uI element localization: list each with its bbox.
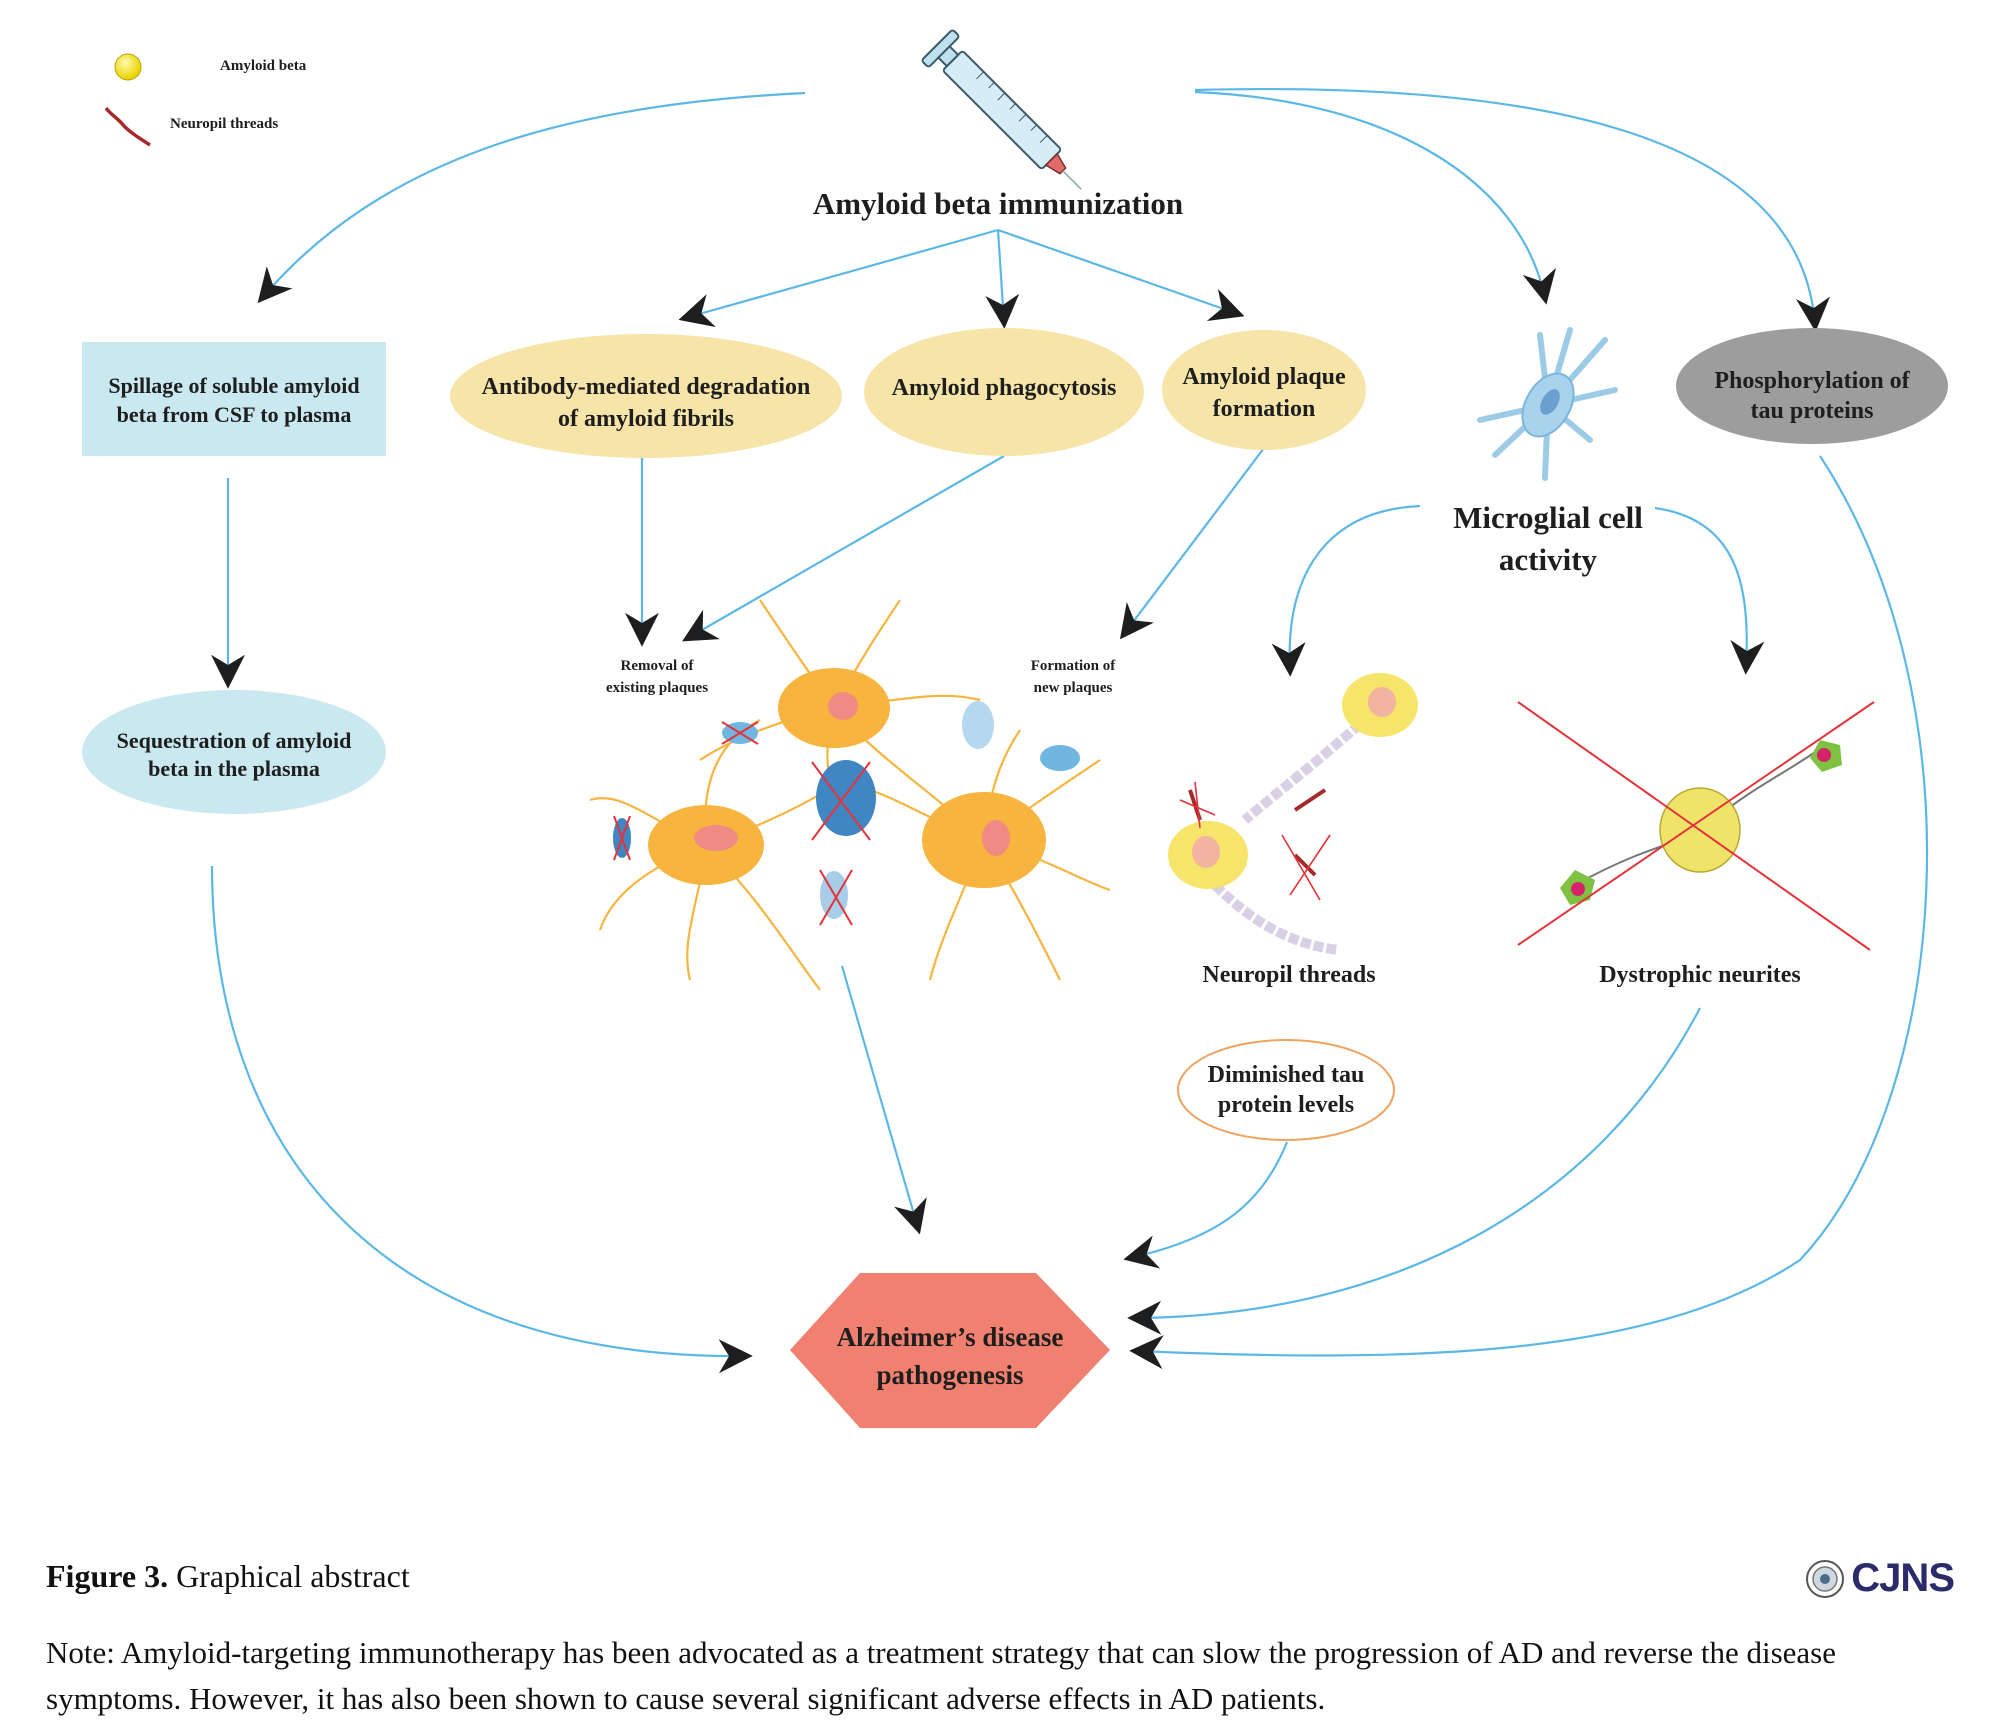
figure-note: Note: Amyloid-targeting immunotherapy ha…	[46, 1635, 1836, 1716]
legend: Amyloid beta Neuropil threads	[104, 53, 307, 147]
arrow-microglia-to-neuropil	[1271, 504, 1421, 677]
ad-pathogenesis-line-2: pathogenesis	[876, 1360, 1023, 1390]
phagocytosis-ellipse: Amyloid phagocytosis	[864, 328, 1144, 456]
microglia-icon	[1477, 327, 1618, 481]
diminished-tau-ellipse: Diminished tau protein levels	[1177, 1039, 1395, 1141]
arrow-to-plaque-formation	[997, 228, 1245, 322]
dystrophic-neurites-illustration	[1517, 701, 1875, 951]
red-thread-icon	[104, 106, 151, 147]
phosphorylation-line-2: tau proteins	[1751, 398, 1874, 424]
arrow-sequestration-to-ad	[210, 865, 753, 1374]
arrow-diminished-tau-to-ad	[1123, 1141, 1289, 1269]
neuron-dendrites	[589, 599, 1111, 991]
plaque-new-1	[962, 701, 994, 749]
ad-pathogenesis-hexagon: Alzheimer’s disease pathogenesis	[790, 1273, 1110, 1428]
legend-label-amyloid-beta: Amyloid beta	[220, 58, 307, 74]
phagocytosis-line-1: Amyloid phagocytosis	[892, 375, 1117, 401]
logo-text: CJNS	[1851, 1556, 1955, 1600]
neuropil-threads-illustration	[1168, 673, 1418, 955]
plaque-formation-ellipse: Amyloid plaque formation	[1162, 330, 1366, 450]
arrows	[210, 87, 1929, 1374]
syringe-icon	[921, 29, 1082, 190]
sequestration-line-1: Sequestration of amyloid	[117, 728, 352, 753]
removal-label-line-1: Removal of	[621, 658, 695, 674]
microglia-line-1: Microglial cell	[1453, 500, 1643, 535]
journal-seal-icon	[1806, 1559, 1845, 1598]
neuropil-threads-label: Neuropil threads	[1202, 962, 1375, 988]
arrow-neurons-to-ad	[840, 965, 927, 1235]
microglia-line-2: activity	[1499, 542, 1598, 577]
formation-label-line-2: new plaques	[1034, 680, 1113, 696]
spillage-line-1: Spillage of soluble amyloid	[108, 373, 359, 398]
plaque-formation-line-1: Amyloid plaque	[1182, 364, 1346, 390]
graphical-abstract-diagram: Amyloid beta Neuropil threads Amyloid be…	[82, 29, 1948, 1428]
spillage-box: Spillage of soluble amyloid beta from CS…	[82, 342, 386, 456]
removal-label-line-2: existing plaques	[606, 680, 708, 696]
phosphorylation-line-1: Phosphorylation of	[1714, 368, 1910, 394]
yellow-sphere-icon	[114, 53, 142, 81]
sequestration-line-2: beta in the plasma	[148, 756, 320, 781]
cjns-logo: CJNS	[1805, 1556, 1955, 1601]
plaque-crossed-3	[613, 815, 631, 861]
cross-line-2	[1517, 701, 1875, 946]
arrow-to-phosphorylation	[1194, 87, 1830, 332]
sequestration-ellipse: Sequestration of amyloid beta in the pla…	[82, 690, 386, 814]
arrow-to-spillage	[257, 91, 806, 304]
arrow-to-microglia	[1194, 90, 1556, 305]
arrow-phosphorylation-to-ad	[1129, 455, 1929, 1370]
plaque-formation-line-2: formation	[1213, 396, 1316, 422]
plaque-crossed-4	[819, 869, 853, 926]
plaque-crossed-1	[721, 721, 759, 745]
arrow-to-phagocytosis	[985, 229, 1020, 329]
ad-pathogenesis-line-1: Alzheimer’s disease	[837, 1322, 1064, 1352]
neuron-network-illustration	[589, 599, 1111, 991]
plaque-crossed-2	[811, 760, 876, 841]
nucleus-top	[828, 692, 858, 720]
phosphorylation-ellipse: Phosphorylation of tau proteins	[1676, 328, 1948, 444]
antibody-line-1: Antibody-mediated degradation	[482, 374, 811, 400]
immunization-title: Amyloid beta immunization	[813, 186, 1183, 221]
dystrophic-neurites-label: Dystrophic neurites	[1599, 962, 1801, 988]
antibody-line-2: of amyloid fibrils	[558, 406, 734, 432]
diminished-tau-line-2: protein levels	[1218, 1092, 1354, 1118]
arrow-phagocytosis-to-removal	[682, 455, 1005, 642]
figure-title: Graphical abstract	[168, 1558, 410, 1594]
nucleus-right	[982, 820, 1010, 856]
nucleus-left	[694, 825, 738, 851]
diminished-tau-line-1: Diminished tau	[1208, 1062, 1365, 1088]
arrow-microglia-to-dystrophic	[1654, 506, 1765, 675]
figure-label: Figure 3.	[46, 1558, 169, 1594]
plaque-new-2	[1040, 745, 1080, 771]
arrow-dystrophic-to-ad	[1127, 1007, 1701, 1335]
figure-caption: Figure 3. Graphical abstract	[46, 1558, 410, 1595]
formation-label-line-1: Formation of	[1031, 658, 1117, 674]
antibody-degradation-ellipse: Antibody-mediated degradation of amyloid…	[450, 334, 842, 458]
arrow-plaque-formation-to-new-plaques	[1119, 447, 1265, 640]
legend-label-neuropil-threads: Neuropil threads	[170, 116, 278, 132]
spillage-line-2: beta from CSF to plasma	[117, 402, 352, 427]
arrow-to-antibody-degradation	[678, 228, 999, 328]
